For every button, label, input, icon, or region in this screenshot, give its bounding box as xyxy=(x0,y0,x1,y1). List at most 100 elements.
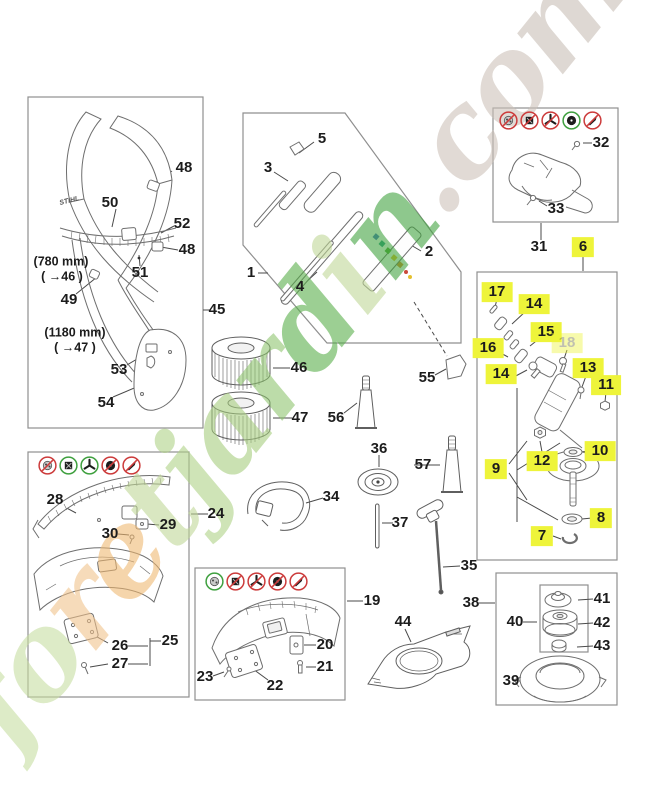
part-label-11: 11 xyxy=(591,375,621,395)
part-label-30: 30 xyxy=(101,525,119,543)
part-label-20: 20 xyxy=(316,636,334,654)
part-label-13: 13 xyxy=(572,358,604,378)
part-label-38: 38 xyxy=(462,594,480,612)
part-label-32: 32 xyxy=(592,134,610,152)
part-label-48a: 48 xyxy=(175,159,193,177)
harness-drawing: STIHL xyxy=(59,111,187,411)
part-label-36: 36 xyxy=(370,440,388,458)
harness-logo-text: STIHL xyxy=(59,195,80,207)
part-label-29: 29 xyxy=(159,516,177,534)
part-label-23: 23 xyxy=(196,668,214,686)
mow-head-icon xyxy=(205,572,224,591)
tri-blade-icon xyxy=(80,456,99,475)
part-label-33: 33 xyxy=(547,200,565,218)
part-label-44: 44 xyxy=(394,613,412,631)
part-label-6: 6 xyxy=(571,237,595,257)
knife-icon xyxy=(583,111,602,130)
shaft-1-box xyxy=(242,112,462,344)
saw-blade-icon xyxy=(268,572,287,591)
part-label-5: 5 xyxy=(317,130,327,148)
part-55-cap xyxy=(445,354,467,380)
guard-24-box xyxy=(27,451,190,698)
part-label-18: 18 xyxy=(551,333,583,353)
mow-head-38-box xyxy=(495,572,618,706)
part-label-8: 8 xyxy=(589,508,613,528)
control-handle-drawing xyxy=(508,140,593,214)
square-blade-icon xyxy=(226,572,245,591)
part-label-53: 53 xyxy=(110,361,128,379)
square-blade-icon xyxy=(59,456,78,475)
part-label-52: 52 xyxy=(173,215,191,233)
part-label-28: 28 xyxy=(46,491,64,509)
part-label-15: 15 xyxy=(530,322,562,342)
part-label-ref-46: ( →46 ) xyxy=(41,269,83,284)
washer-disc-36 xyxy=(357,468,399,496)
part-label-2: 2 xyxy=(424,243,434,261)
part-label-27: 27 xyxy=(111,655,129,673)
mow-head-drawing xyxy=(513,591,607,703)
part-label-12: 12 xyxy=(526,451,558,471)
part-label-48b: 48 xyxy=(178,241,196,259)
tri-blade-icon xyxy=(541,111,560,130)
line-spool-46 xyxy=(211,336,271,390)
guard-19-allowed-attachments xyxy=(205,572,308,591)
mow-head-icon xyxy=(499,111,518,130)
part-label-ref-47: ( →47 ) xyxy=(54,340,96,355)
grease-tube-56 xyxy=(355,375,377,429)
part-label-3: 3 xyxy=(263,159,273,177)
grease-tube-57 xyxy=(441,435,463,493)
part-label-1: 1 xyxy=(246,264,256,282)
part-label-14b: 14 xyxy=(485,364,517,384)
part-label-51: 51 xyxy=(131,264,149,282)
part-label-len-1180: (1180 mm) xyxy=(44,325,106,340)
tri-blade-icon xyxy=(247,572,266,591)
line-spool-47 xyxy=(211,391,271,445)
loop-handle-34 xyxy=(247,481,311,531)
square-blade-icon xyxy=(520,111,539,130)
part-label-56: 56 xyxy=(327,409,345,427)
guard-19-drawing xyxy=(211,597,341,679)
part-label-40: 40 xyxy=(506,613,524,631)
part-label-len-780: (780 mm) xyxy=(33,254,89,269)
knife-icon xyxy=(289,572,308,591)
part-label-35: 35 xyxy=(460,557,478,575)
shaft-assembly-drawing xyxy=(253,141,467,380)
part-label-47: 47 xyxy=(291,409,309,427)
part-label-45: 45 xyxy=(208,301,226,319)
leader-lines xyxy=(60,141,607,682)
guard-24-allowed-attachments xyxy=(38,456,141,475)
rod-37 xyxy=(375,503,380,549)
guard-19-box xyxy=(194,567,346,701)
harness-box xyxy=(27,96,204,429)
part-label-37: 37 xyxy=(391,514,409,532)
part-label-57: 57 xyxy=(414,456,432,474)
part-label-7: 7 xyxy=(530,526,554,546)
part-label-21: 21 xyxy=(316,658,334,676)
group-boxes xyxy=(27,96,619,706)
part-label-34: 34 xyxy=(322,488,340,506)
part-label-55: 55 xyxy=(418,369,436,387)
part-label-54: 54 xyxy=(97,394,115,412)
part-label-4: 4 xyxy=(295,278,305,296)
mow-head-40-inner-box xyxy=(539,584,589,653)
handle-31-box xyxy=(492,107,619,223)
part-label-50: 50 xyxy=(101,194,119,212)
part-label-25: 25 xyxy=(161,632,179,650)
part-label-42: 42 xyxy=(593,614,611,632)
handle-31-allowed-attachments xyxy=(499,111,602,130)
part-label-22: 22 xyxy=(266,677,284,695)
part-label-31: 31 xyxy=(530,238,548,256)
blade-44-drawing xyxy=(367,625,471,689)
gearbox-9-box xyxy=(476,271,618,561)
part-label-17: 17 xyxy=(481,282,513,302)
part-label-26: 26 xyxy=(111,637,129,655)
part-label-41: 41 xyxy=(593,590,611,608)
part-label-16: 16 xyxy=(472,338,504,358)
guard-24-drawing xyxy=(32,475,171,675)
mow-head-icon xyxy=(38,456,57,475)
part-label-46: 46 xyxy=(290,359,308,377)
part-label-39: 39 xyxy=(502,672,520,690)
